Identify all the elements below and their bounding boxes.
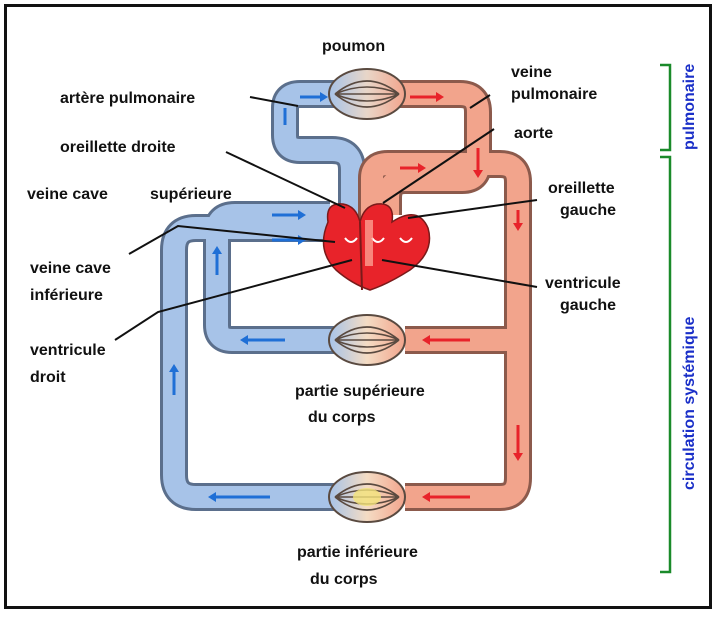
upper-body-capillary-bed (329, 315, 405, 365)
label-ventricule-droit-line1: ventricule (30, 342, 106, 359)
label-partie-superieure-line2: du corps (308, 409, 376, 426)
label-ventricule-gauche-line2: gauche (560, 297, 616, 314)
label-circuit-systemique: circulation systémique (681, 317, 698, 490)
label-ventricule-droit-line2: droit (30, 369, 66, 386)
label-veine-cave-inf-line1: veine cave (30, 260, 111, 277)
label-veine-pulmonaire-line1: veine (511, 64, 552, 81)
label-oreillette-droite: oreillette droite (60, 139, 176, 156)
label-veine-cave-inf-line2: inférieure (30, 287, 103, 304)
label-veine-cave-sup-line2: supérieure (150, 186, 232, 203)
label-poumon: poumon (322, 38, 385, 55)
label-aorte: aorte (514, 125, 553, 142)
label-veine-cave-sup-line1: veine cave (27, 186, 108, 203)
label-partie-inferieure-line1: partie inférieure (297, 544, 418, 561)
lung-capillary-bed (329, 69, 405, 119)
label-circuit-pulmonaire: pulmonaire (681, 64, 698, 150)
systemic-bracket (660, 157, 670, 572)
label-ventricule-gauche-line1: ventricule (545, 275, 621, 292)
label-partie-superieure-line1: partie supérieure (295, 383, 425, 400)
label-oreillette-gauche-line1: oreillette (548, 180, 615, 197)
label-oreillette-gauche-line2: gauche (560, 202, 616, 219)
lower-body-capillary-bed (329, 472, 405, 522)
label-artere-pulmonaire: artère pulmonaire (60, 90, 195, 107)
label-partie-inferieure-line2: du corps (310, 571, 378, 588)
label-veine-pulmonaire-line2: pulmonaire (511, 86, 597, 103)
pulmonary-bracket (660, 65, 670, 150)
